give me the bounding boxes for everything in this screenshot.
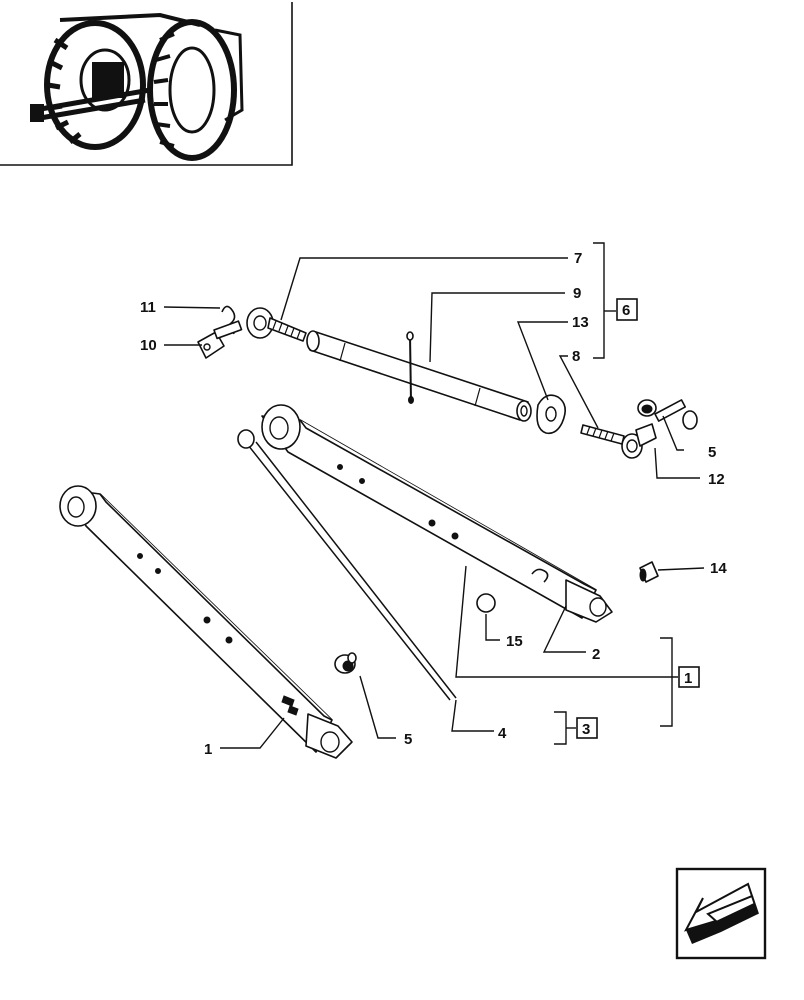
callout-6-boxed: 6	[622, 302, 630, 319]
callout-3-boxed: 3	[582, 721, 590, 738]
spring-clip-11	[221, 305, 236, 335]
tractor-thumbnail	[0, 2, 293, 166]
threaded-rod-8	[580, 423, 657, 459]
callout-8: 8	[572, 348, 580, 365]
callout-12: 12	[708, 471, 725, 488]
callout-labels: 7 9 13 8 11 10 5 12 14 15 2 4 5 1 6 1 3	[140, 250, 727, 758]
callout-11: 11	[140, 299, 156, 316]
lower-link-left-1	[59, 485, 353, 759]
callout-2: 2	[592, 646, 600, 663]
arrow-down-left-icon[interactable]	[675, 867, 767, 960]
washer-13	[536, 394, 566, 435]
stabiliser-rod-4	[237, 429, 457, 701]
callout-10: 10	[140, 337, 157, 354]
lower-link-right-2	[261, 404, 613, 623]
callout-14: 14	[710, 560, 727, 577]
pin-10	[197, 320, 243, 359]
tube-9	[306, 330, 532, 422]
leader-lines	[163, 242, 705, 749]
callout-7: 7	[574, 250, 582, 267]
top-link-assembly	[197, 305, 698, 459]
ball-joint-7	[246, 307, 307, 342]
callout-13: 13	[572, 314, 589, 331]
callout-1-boxed: 1	[684, 670, 692, 687]
callout-15: 15	[506, 633, 523, 650]
callout-4: 4	[498, 725, 507, 742]
bush-14	[639, 561, 659, 583]
linch-pin-5-lower	[334, 652, 357, 674]
tractor-rear-wheel-icon	[30, 12, 244, 161]
linch-pin-5-upper	[637, 399, 698, 430]
callout-1: 1	[204, 741, 212, 758]
ball-15	[476, 593, 496, 613]
callout-5-lower: 5	[404, 731, 412, 748]
callout-9: 9	[573, 285, 581, 302]
callout-5-upper: 5	[708, 444, 716, 461]
